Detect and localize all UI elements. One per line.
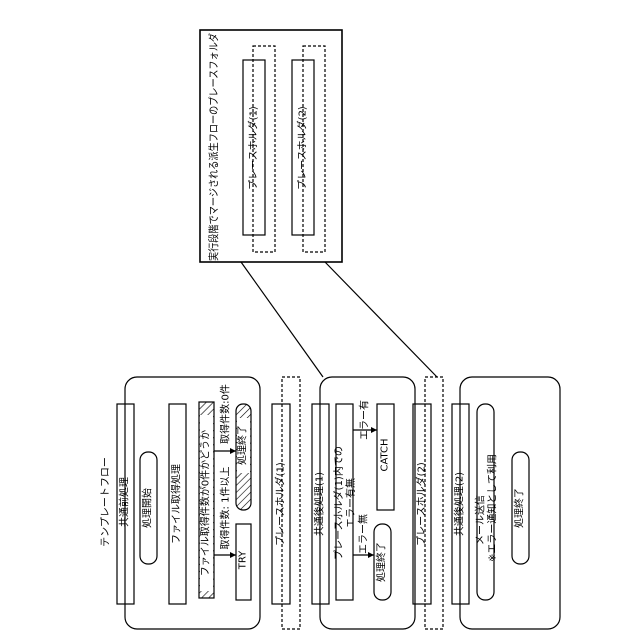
arrowhead-nonzero — [230, 552, 236, 558]
placeholder2-label: プレースホルダ(2) — [415, 462, 428, 546]
branch-zero-label: 取得件数:0件 — [219, 384, 232, 444]
derived-placeholder1-label: プレースホルダ(1) — [247, 106, 260, 190]
post2-end-label: 処理終了 — [513, 488, 526, 528]
placeholder2-dashed — [425, 377, 443, 629]
decision-label: ファイル取得件数が0件かどうか — [199, 430, 212, 576]
catch-label: CATCH — [380, 438, 391, 471]
mail-note-label: ※エラー通知として利用 — [486, 454, 499, 562]
file-get-label: ファイル取得処理 — [170, 464, 183, 544]
branch-nonzero-label: 取得件数: 1件以上 — [219, 467, 232, 550]
connector-line-right — [325, 262, 437, 377]
mail-label: メール送信 — [474, 495, 487, 545]
derived-flow-frame — [200, 30, 342, 262]
derived-title: 実行段階でマージされる派生フローのプレースフォルダ — [207, 33, 220, 261]
arrowhead-has-error — [371, 427, 377, 433]
post2-label: 共通後処理(2) — [453, 472, 466, 536]
start-label: 処理開始 — [141, 488, 154, 528]
derived-placeholder2-label: プレースホルダ(2) — [296, 106, 309, 190]
end-zero-label: 処理終了 — [236, 425, 249, 465]
connector-line-left — [241, 262, 323, 377]
post1-end-label: 処理終了 — [375, 542, 388, 582]
pre-process-label: 共通前処理 — [118, 477, 131, 527]
arrowhead-zero — [230, 448, 236, 454]
no-error-label: エラー無 — [357, 514, 370, 554]
error-check-text-line2: エラー有無 — [344, 478, 357, 528]
has-error-label: エラー有 — [358, 400, 371, 440]
post1-label: 共通後処理(1) — [313, 472, 326, 536]
try-label: TRY — [238, 550, 249, 570]
error-check-text: プレースホルダ(1)内での — [332, 446, 345, 560]
template-title: テンプレートフロー — [100, 457, 112, 547]
placeholder1-label: プレースホルダ(1) — [274, 462, 287, 546]
